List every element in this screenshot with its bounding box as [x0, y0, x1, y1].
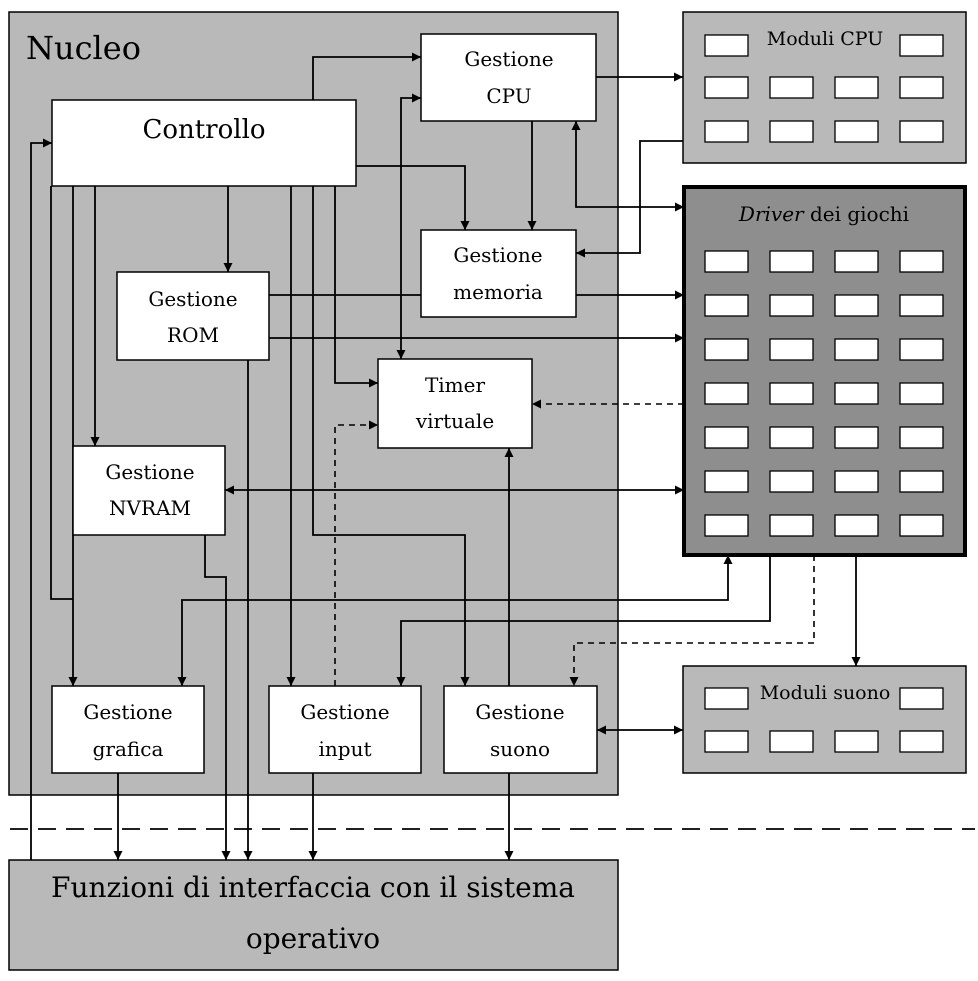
- moduli-suono-cells: [704, 687, 944, 753]
- gestione-suono-box: Gestione suono: [443, 685, 598, 774]
- module-cell: [834, 470, 879, 493]
- module-cell: [769, 250, 814, 273]
- driver-giochi-label: Driver dei giochi: [738, 202, 909, 226]
- gestione-rom-line2: ROM: [167, 323, 219, 347]
- interfaccia-line1: Funzioni di interfaccia con il sistema: [51, 871, 575, 904]
- module-cell: [834, 426, 879, 449]
- module-cell: [899, 426, 944, 449]
- gestione-grafica-line2: grafica: [93, 737, 164, 761]
- driver-giochi-cells: [704, 250, 944, 537]
- timer-virtuale-line2: virtuale: [415, 409, 494, 433]
- gestione-input-box: Gestione input: [268, 685, 422, 774]
- module-cell: [704, 426, 749, 449]
- module-cell: [704, 34, 749, 57]
- timer-virtuale-line1: Timer: [425, 373, 486, 397]
- module-cell: [704, 730, 749, 753]
- nucleo-title: Nucleo: [26, 29, 141, 67]
- connections: [30, 52, 861, 860]
- gestione-nvram-line1: Gestione: [105, 460, 194, 484]
- module-cell: [834, 382, 879, 405]
- module-cell: [834, 76, 879, 99]
- gestione-input-line2: input: [319, 737, 372, 761]
- moduli-suono-panel: Moduli suono: [682, 665, 967, 774]
- gestione-cpu-box: Gestione CPU: [420, 33, 597, 122]
- module-cell: [834, 730, 879, 753]
- module-cell: [769, 338, 814, 361]
- module-cell: [899, 120, 944, 143]
- moduli-suono-label: Moduli suono: [760, 682, 891, 704]
- gestione-suono-line1: Gestione: [475, 700, 564, 724]
- module-cell: [769, 426, 814, 449]
- module-cell: [899, 294, 944, 317]
- module-cell: [769, 294, 814, 317]
- module-cell: [899, 514, 944, 537]
- driver-giochi-panel: Driver dei giochi: [682, 185, 967, 557]
- module-cell: [704, 382, 749, 405]
- moduli-cpu-label: Moduli CPU: [767, 28, 884, 50]
- gestione-cpu-line1: Gestione: [464, 47, 553, 71]
- gestione-memoria-line2: memoria: [453, 280, 543, 304]
- gestione-nvram-box: Gestione NVRAM: [72, 445, 226, 536]
- timer-virtuale-box: Timer virtuale: [377, 358, 533, 449]
- module-cell: [899, 338, 944, 361]
- gestione-memoria-line1: Gestione: [453, 243, 542, 267]
- module-cell: [704, 514, 749, 537]
- module-cell: [704, 470, 749, 493]
- moduli-cpu-cells: [704, 34, 944, 143]
- moduli-cpu-panel: Moduli CPU: [682, 11, 967, 164]
- interfaccia-panel: Funzioni di interfaccia con il sistema o…: [8, 859, 619, 971]
- module-cell: [769, 76, 814, 99]
- gestione-grafica-box: Gestione grafica: [51, 685, 205, 774]
- module-cell: [704, 687, 749, 710]
- module-cell: [769, 470, 814, 493]
- module-cell: [899, 687, 944, 710]
- module-cell: [899, 730, 944, 753]
- gestione-grafica-line1: Gestione: [83, 700, 172, 724]
- gestione-rom-box: Gestione ROM: [116, 271, 270, 361]
- module-cell: [899, 470, 944, 493]
- module-cell: [704, 338, 749, 361]
- controllo-label: Controllo: [142, 115, 265, 145]
- gestione-input-line1: Gestione: [300, 700, 389, 724]
- gestione-memoria-box: Gestione memoria: [420, 229, 577, 318]
- module-cell: [899, 250, 944, 273]
- module-cell: [834, 338, 879, 361]
- module-cell: [834, 294, 879, 317]
- interfaccia-line2: operativo: [246, 922, 380, 955]
- gestione-suono-line2: suono: [490, 737, 550, 761]
- module-cell: [834, 250, 879, 273]
- module-cell: [769, 382, 814, 405]
- module-cell: [704, 120, 749, 143]
- module-cell: [704, 76, 749, 99]
- controllo-box: Controllo: [51, 99, 357, 187]
- gestione-cpu-line2: CPU: [486, 84, 531, 108]
- module-cell: [769, 730, 814, 753]
- module-cell: [899, 382, 944, 405]
- module-cell: [704, 250, 749, 273]
- module-cell: [769, 120, 814, 143]
- module-cell: [769, 514, 814, 537]
- gestione-rom-line1: Gestione: [148, 287, 237, 311]
- module-cell: [834, 120, 879, 143]
- module-cell: [899, 76, 944, 99]
- module-cell: [704, 294, 749, 317]
- module-cell: [834, 514, 879, 537]
- gestione-nvram-line2: NVRAM: [109, 496, 191, 520]
- module-cell: [899, 34, 944, 57]
